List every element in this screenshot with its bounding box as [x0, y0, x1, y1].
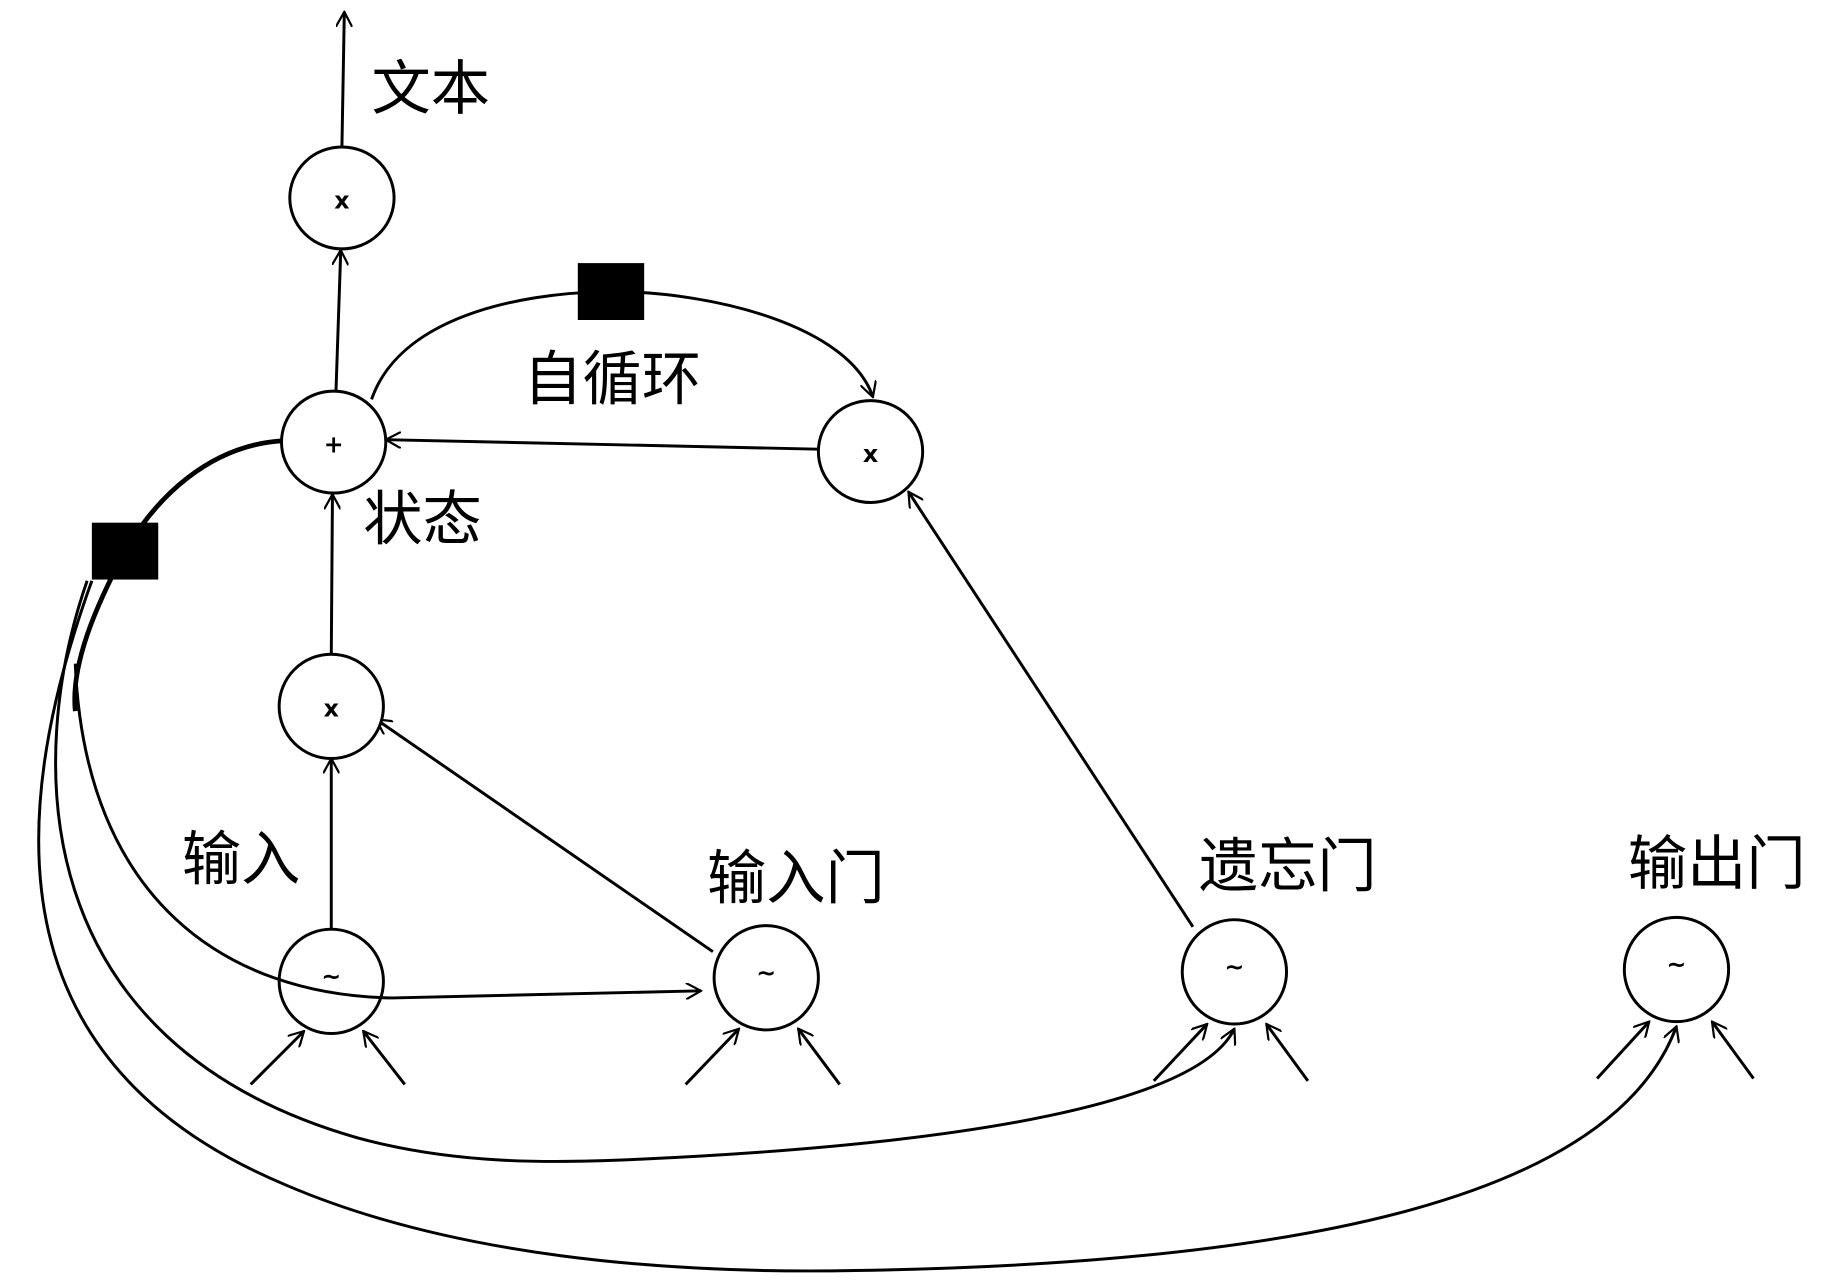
- svg-text:x: x: [334, 186, 349, 214]
- feedback-to-output-gate: [37, 580, 1677, 1273]
- feedback-to-input-gate: [73, 663, 701, 998]
- svg-text:~: ~: [1667, 951, 1687, 979]
- output-multiply-node: x: [288, 145, 396, 251]
- loop-to-state-arrow: [386, 440, 819, 451]
- external-input-arrows: [249, 1022, 1755, 1086]
- svg-text:~: ~: [756, 959, 776, 987]
- svg-text:~: ~: [321, 963, 341, 991]
- self-loop-delay-square: [577, 263, 645, 320]
- svg-text:x: x: [324, 695, 339, 723]
- self-loop-multiply-node: x: [816, 399, 925, 504]
- forget-gate-label: 遗忘门: [1199, 832, 1377, 901]
- feedback-to-forget-gate: [54, 580, 1235, 1164]
- input-label: 输入: [182, 824, 301, 893]
- input-multiply-node: x: [277, 652, 385, 760]
- output-text-label: 文本: [372, 54, 491, 123]
- output-arrow: [342, 12, 344, 146]
- feedback-delay-square: [91, 522, 159, 580]
- output-gate-label: 输出门: [1628, 829, 1806, 898]
- input-gate-node: ~: [712, 924, 820, 1032]
- self-loop-label: 自循环: [523, 344, 701, 413]
- input-mult-to-state-arrow: [331, 494, 332, 655]
- forget-gate-to-loop-arrow: [908, 492, 1195, 928]
- input-gate-to-mult-arrow: [376, 719, 714, 953]
- forget-gate-node: ~: [1180, 918, 1289, 1026]
- state-to-output-arrow: [336, 250, 341, 390]
- svg-text:~: ~: [1224, 953, 1244, 981]
- output-gate-node: ~: [1622, 915, 1731, 1024]
- state-sum-node: +: [280, 389, 388, 495]
- state-label: 状态: [363, 484, 482, 553]
- input-unit-node: ~: [277, 927, 385, 1035]
- input-gate-label: 输入门: [707, 843, 885, 912]
- svg-text:x: x: [863, 440, 878, 468]
- svg-text:+: +: [324, 430, 344, 458]
